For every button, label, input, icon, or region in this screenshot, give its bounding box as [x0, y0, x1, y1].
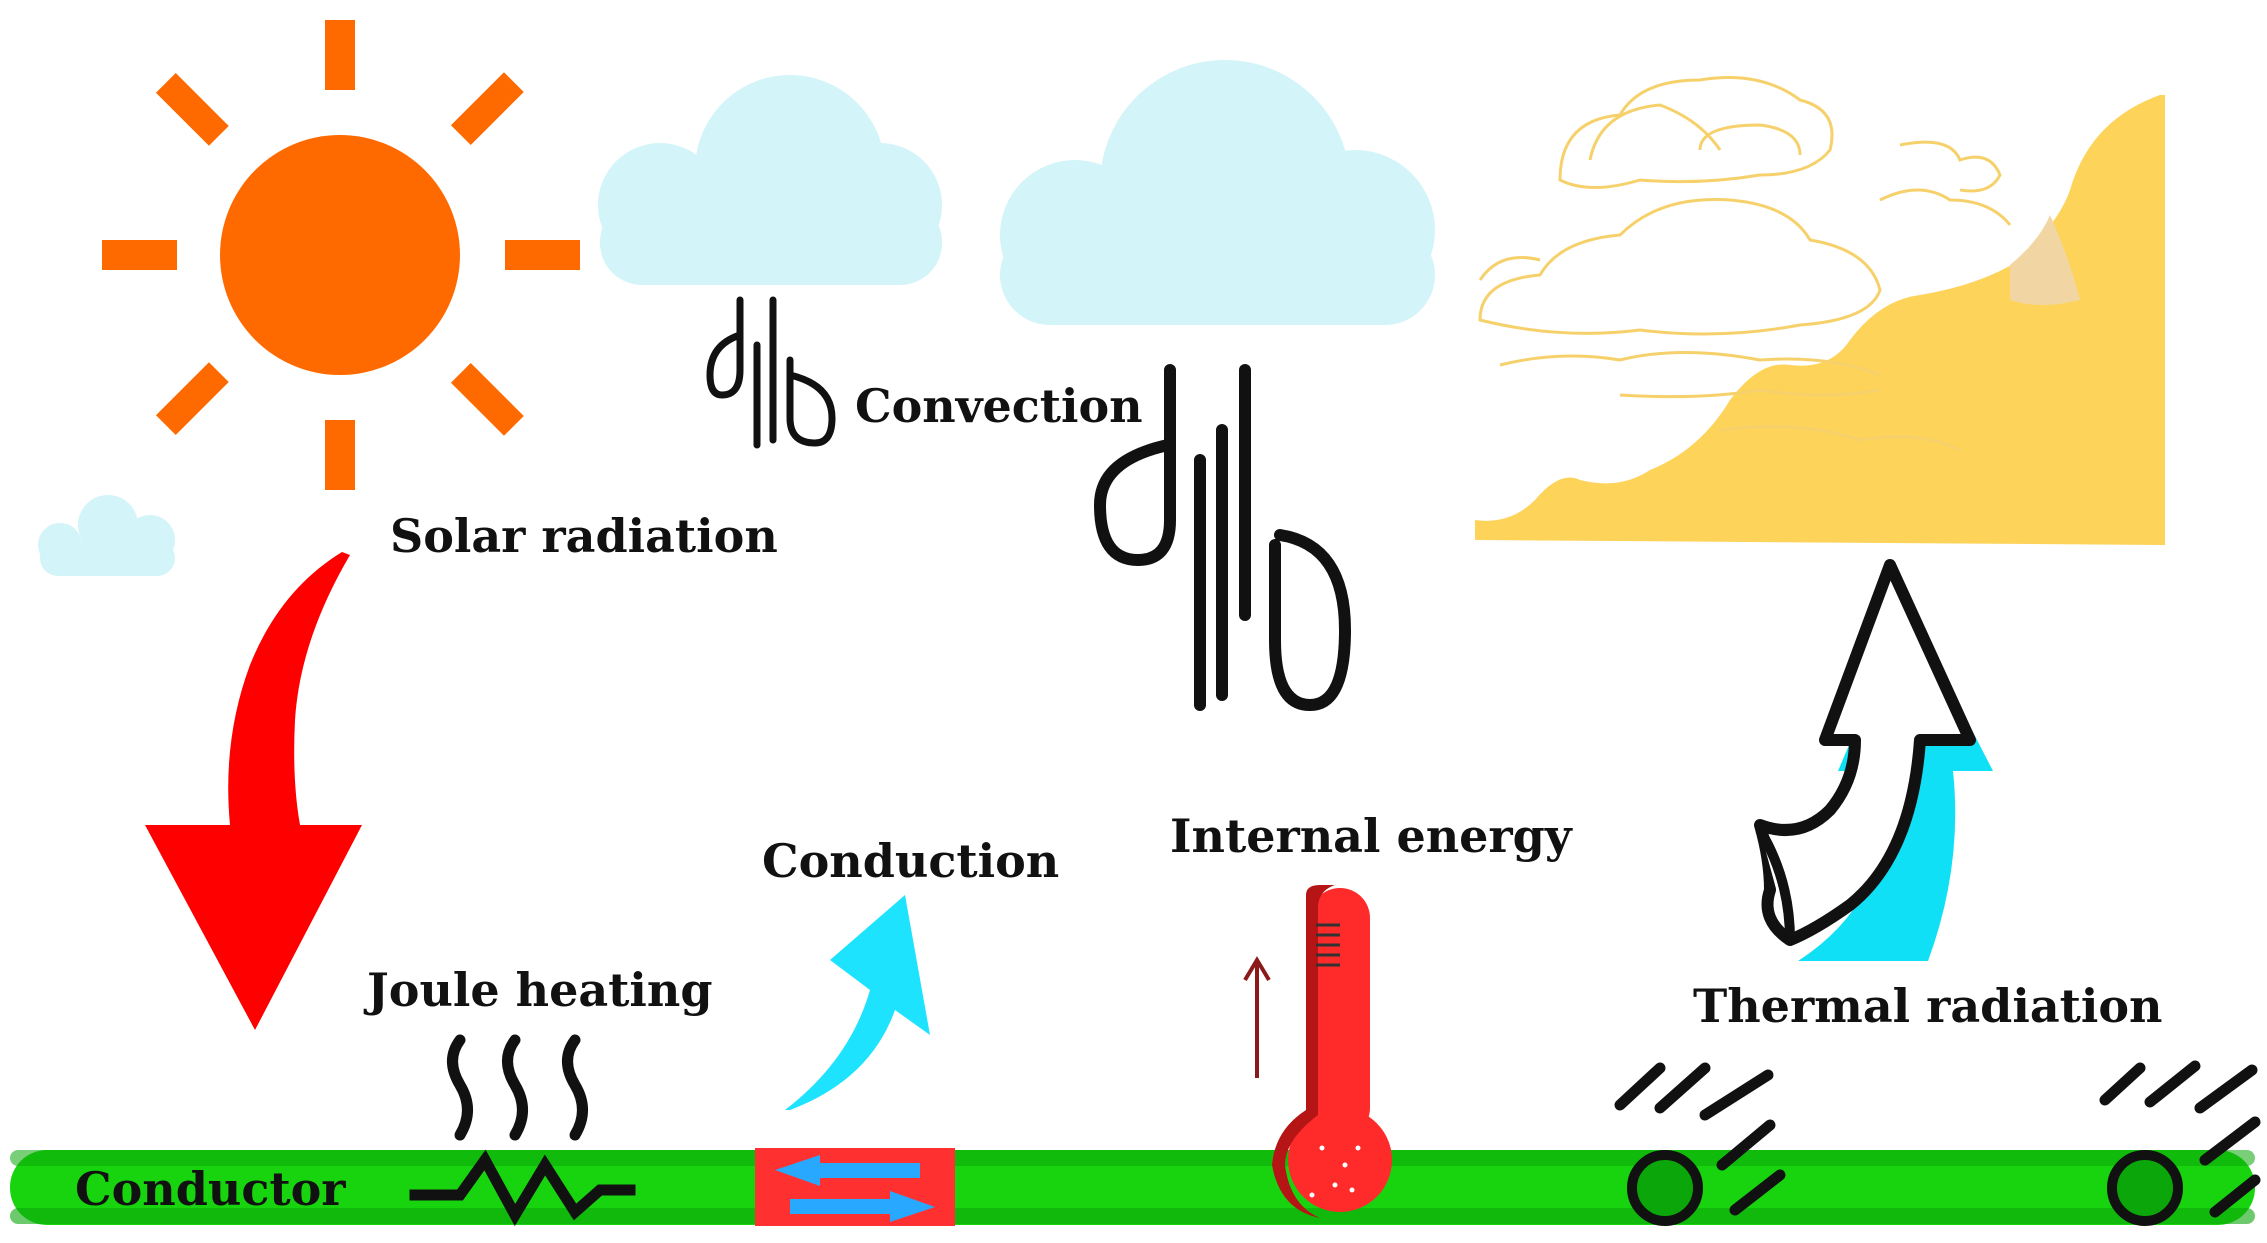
cloud-icon [1000, 60, 1435, 325]
conduction-arrow [785, 895, 930, 1110]
wind-icon [706, 296, 836, 449]
sand-cloud-icon [1475, 76, 2165, 545]
electron-icon [2099, 1060, 2261, 1226]
solar-radiation-label: Solar radiation [390, 509, 778, 563]
resistor-icon [409, 1149, 636, 1227]
electron-icon [1614, 1062, 1786, 1226]
convection-label: Convection [855, 379, 1143, 433]
thermal-radiation-arrow [1754, 559, 1993, 961]
heat-waves-icon [447, 1034, 588, 1141]
current-box-icon [755, 1148, 955, 1226]
small-cloud-icon [38, 495, 175, 576]
sun-icon [102, 20, 580, 490]
conductor-bar [10, 1150, 2255, 1225]
joule-heating-label: Joule heating [363, 963, 713, 1017]
thermal-radiation-label: Thermal radiation [1693, 979, 2162, 1033]
solar-radiation-arrow [145, 552, 362, 1030]
wind-icon [1093, 364, 1352, 712]
conductor-label: Conductor [75, 1162, 346, 1216]
thermometer-icon [1272, 885, 1392, 1218]
conduction-label: Conduction [762, 834, 1059, 888]
temperature-rise-arrow [1243, 956, 1271, 1078]
internal-energy-label: Internal energy [1170, 809, 1573, 863]
cloud-icon [598, 75, 942, 285]
